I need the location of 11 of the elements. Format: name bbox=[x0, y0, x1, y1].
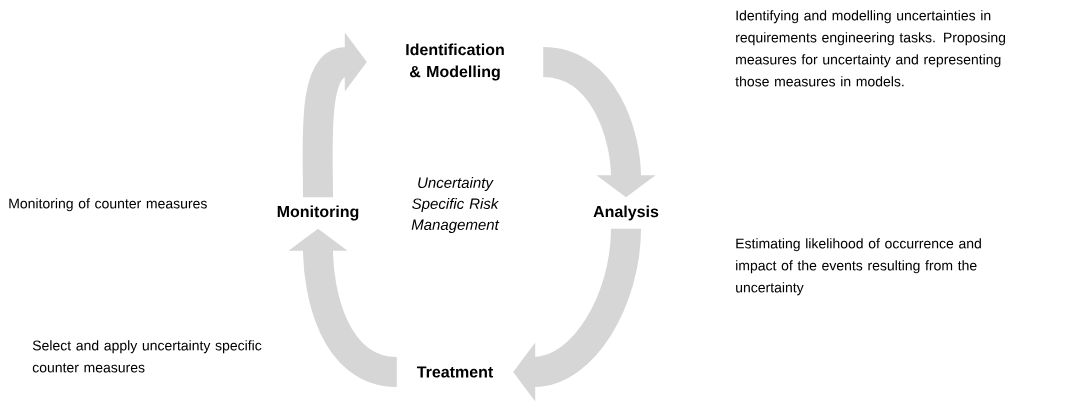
description-text: Estimating likelihood of occurrence and impact of the events resulting from the uncertainty bbox=[736, 238, 981, 296]
description-text: Select and apply uncertainty specific counter measures bbox=[32, 340, 262, 373]
stage-label: Analysis bbox=[593, 205, 659, 221]
cycle-arrow bbox=[513, 227, 641, 402]
stage-label: Monitoring bbox=[277, 205, 359, 221]
description-text: Identifying and modelling uncertainties in requirements engineering tasks. Proposing measures for uncertainty and representing those measures in models. bbox=[735, 10, 1006, 87]
stage-label: Identification & Modelling bbox=[406, 43, 504, 81]
description-text: Monitoring of counter measures bbox=[9, 198, 207, 212]
cycle-arrow bbox=[302, 32, 367, 198]
center-title: Uncertainty Specific Risk Management bbox=[411, 177, 500, 233]
stage-label: Treatment bbox=[416, 366, 494, 378]
